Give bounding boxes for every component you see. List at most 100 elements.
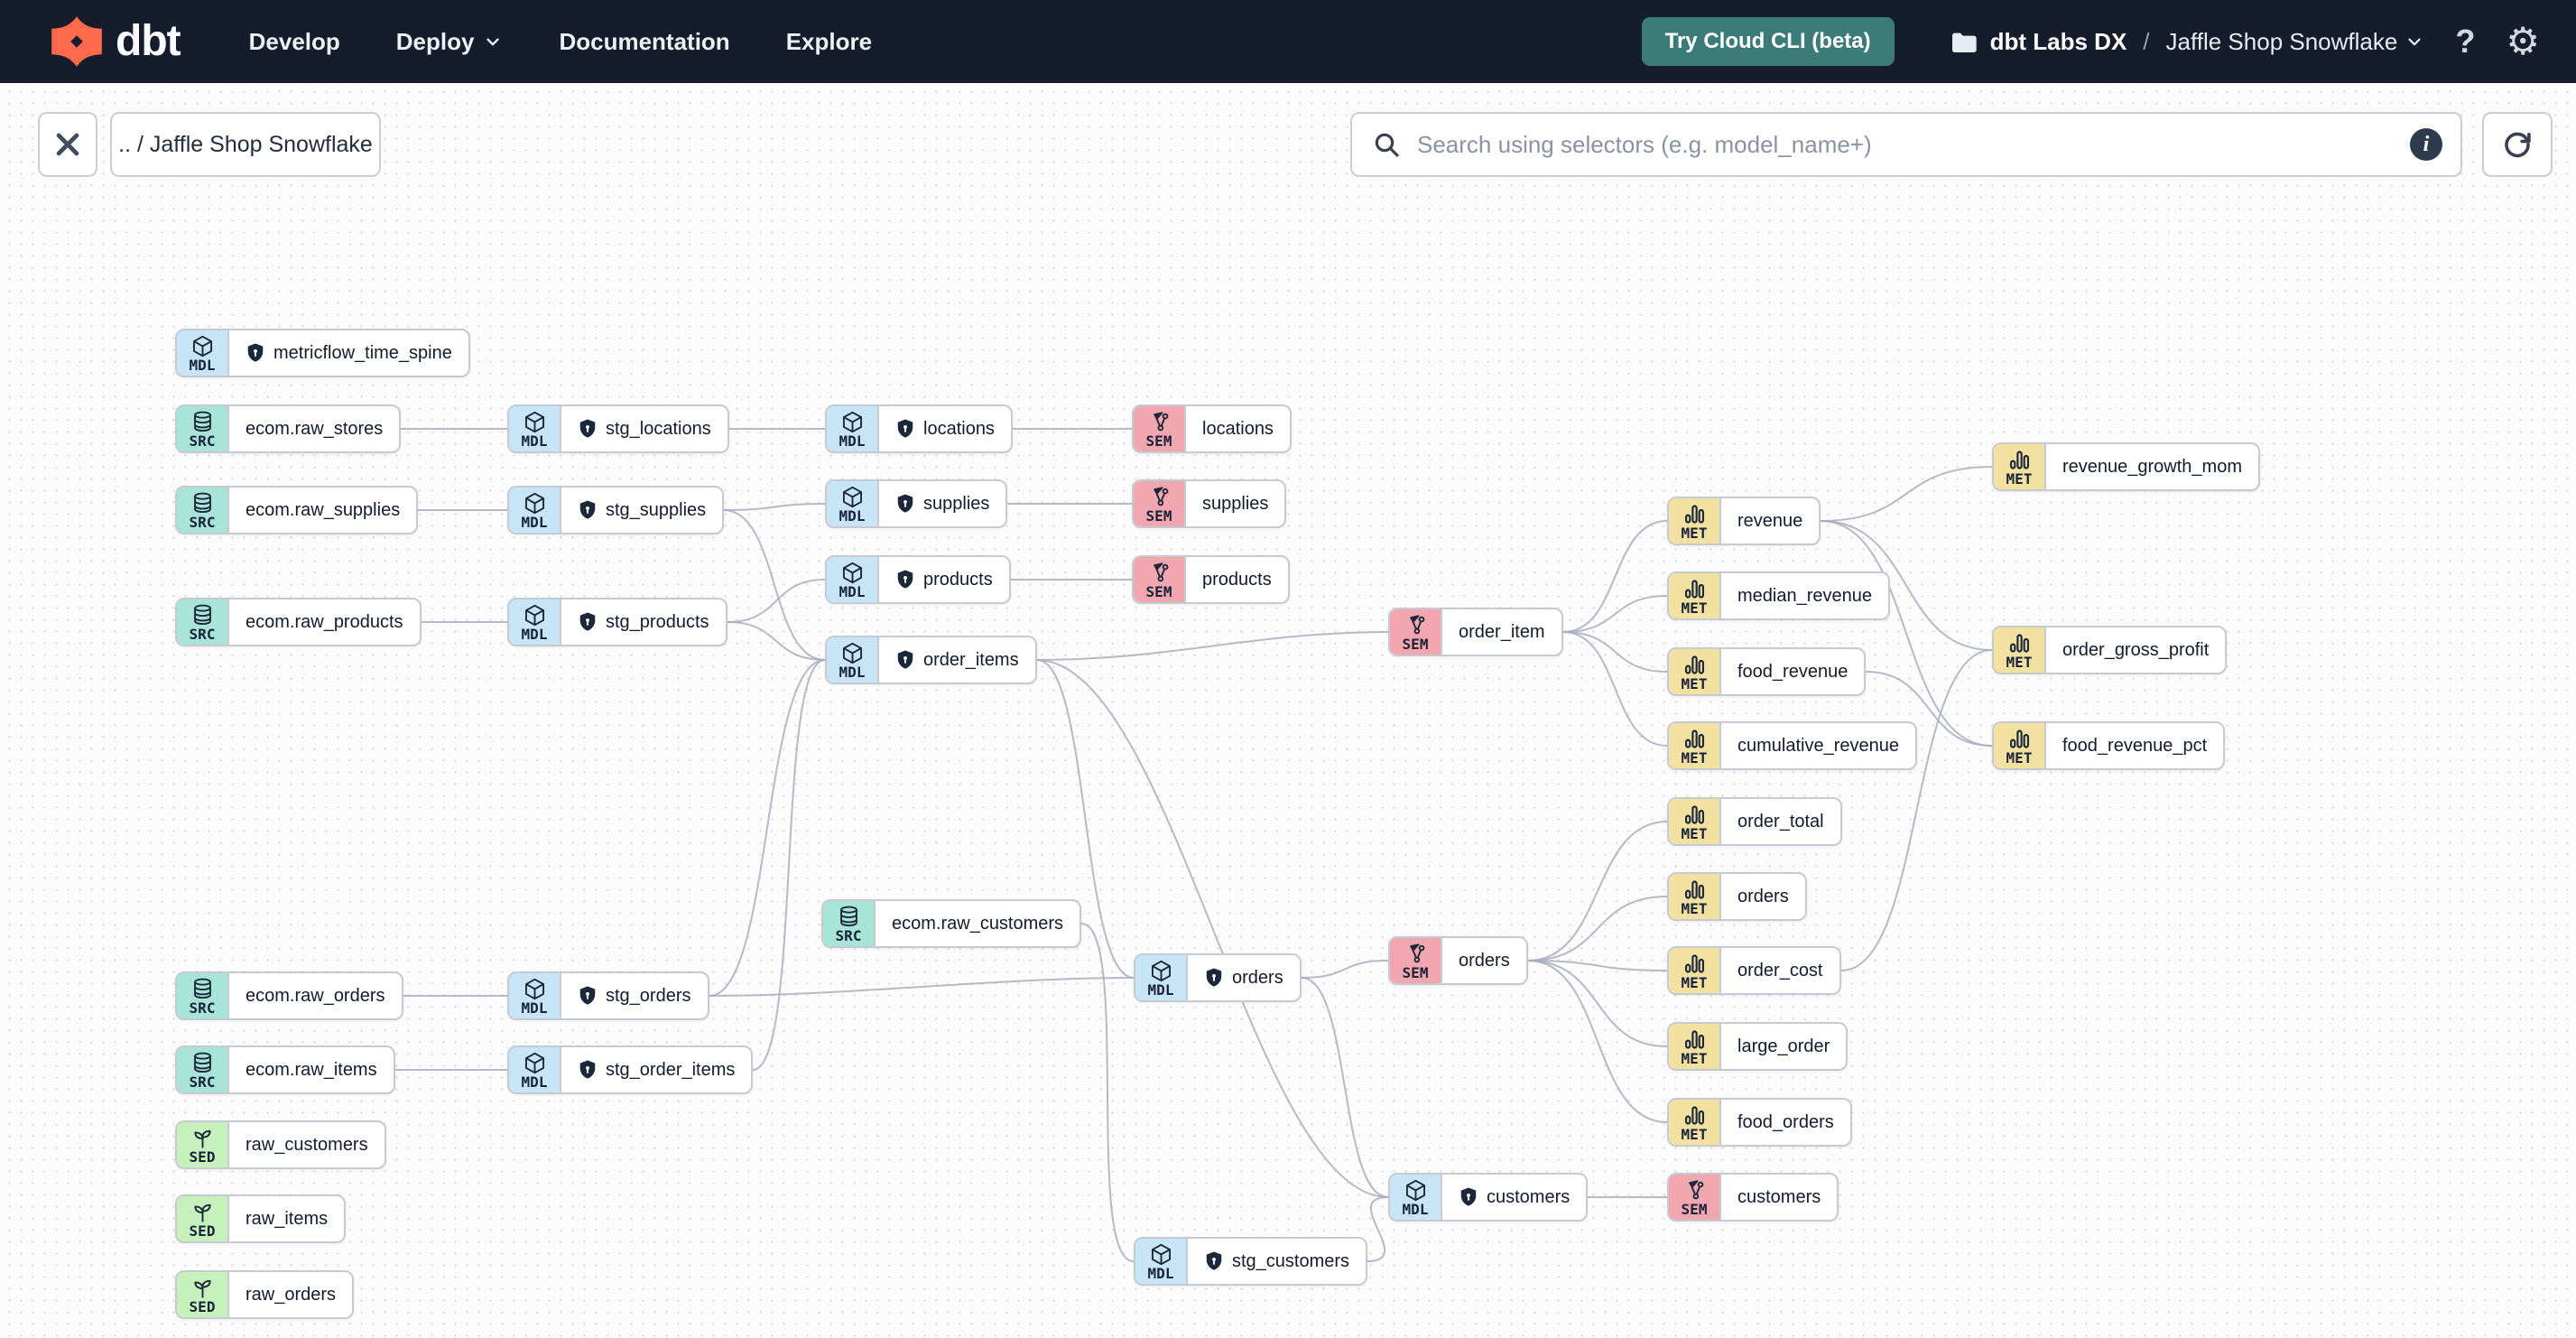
help-button[interactable]: ? (2455, 23, 2476, 60)
lineage-edge (1036, 659, 1135, 979)
node-type-tag: MDL (189, 356, 216, 374)
node-label: order_gross_profit (2062, 639, 2210, 660)
seed-sprout-icon: SED (177, 1122, 229, 1167)
node-label: cumulative_revenue (1737, 735, 1899, 756)
model-cube-icon: MDL (509, 488, 561, 533)
node-type-tag: SEM (1145, 506, 1172, 525)
source-database-icon: SRC (177, 1047, 229, 1092)
lineage-edge (1036, 631, 1389, 661)
semantic-model-icon: SEM (1134, 406, 1186, 451)
try-cloud-cli-button[interactable]: Try Cloud CLI (beta) (1641, 17, 1895, 66)
lineage-edge (1527, 960, 1668, 1123)
node-type-tag: SRC (189, 1073, 216, 1091)
project-selector[interactable]: Jaffle Shop Snowflake (2166, 28, 2425, 56)
node-label: raw_items (246, 1208, 329, 1229)
metric-bars-icon: MET (1669, 723, 1721, 768)
nav-item-deploy[interactable]: Deploy (396, 28, 504, 56)
model-cube-icon: MDL (827, 637, 879, 683)
node-cumulative_revenue[interactable]: MET cumulative_revenue (1667, 721, 1917, 770)
node-type-tag: MDL (839, 432, 866, 450)
node-label: food_orders (1737, 1111, 1834, 1132)
top-navigation: dbt Develop Deploy Documentation Explore… (0, 0, 2576, 83)
seed-sprout-icon: SED (177, 1272, 229, 1317)
settings-gear-icon[interactable]: ⚙ (2506, 20, 2540, 62)
node-label: metricflow_time_spine (229, 330, 468, 376)
nav-item-explore[interactable]: Explore (785, 27, 873, 55)
breadcrumb[interactable]: .. / Jaffle Shop Snowflake (110, 112, 381, 177)
lineage-edge (1527, 896, 1668, 962)
node-label: orders (1188, 955, 1300, 1000)
lineage-edge (727, 621, 826, 661)
nav-item-develop[interactable]: Develop (248, 27, 340, 55)
node-type-tag: MET (1681, 1049, 1708, 1067)
node-type-tag: SRC (835, 926, 862, 944)
node-type-tag: SRC (189, 432, 216, 450)
node-order_gross_profit[interactable]: MET order_gross_profit (1992, 626, 2228, 674)
folder-icon (1951, 33, 1977, 52)
refresh-button[interactable] (2482, 112, 2553, 177)
metric-bars-icon: MET (1994, 444, 2046, 489)
search-input[interactable] (1415, 129, 2410, 160)
node-type-tag: MDL (1402, 1200, 1429, 1218)
node-metricflow_time_spine[interactable]: MDL metricflow_time_spine (175, 329, 470, 377)
close-button[interactable] (38, 112, 97, 177)
node-label: median_revenue (1737, 585, 1872, 606)
node-type-tag: MET (1681, 524, 1708, 542)
node-type-tag: MET (2006, 653, 2033, 671)
semantic-model-icon: SEM (1134, 481, 1186, 526)
account-name[interactable]: dbt Labs DX (1989, 27, 2127, 55)
info-icon[interactable]: i (2410, 128, 2442, 161)
shield-icon (579, 500, 596, 519)
node-type-tag: MET (2006, 469, 2033, 488)
search-bar[interactable]: i (1350, 112, 2462, 177)
node-label: stg_supplies (561, 488, 722, 533)
model-cube-icon: MDL (177, 330, 229, 376)
model-cube-icon: MDL (1390, 1175, 1442, 1220)
model-cube-icon: MDL (1135, 1239, 1188, 1284)
node-label: ecom.raw_orders (246, 985, 385, 1006)
lineage-edge (1080, 923, 1135, 1262)
lineage-edge (1562, 595, 1668, 633)
node-type-tag: SEM (1681, 1200, 1708, 1218)
dbt-logo[interactable]: dbt (51, 15, 181, 68)
nav-item-documentation[interactable]: Documentation (559, 27, 730, 55)
